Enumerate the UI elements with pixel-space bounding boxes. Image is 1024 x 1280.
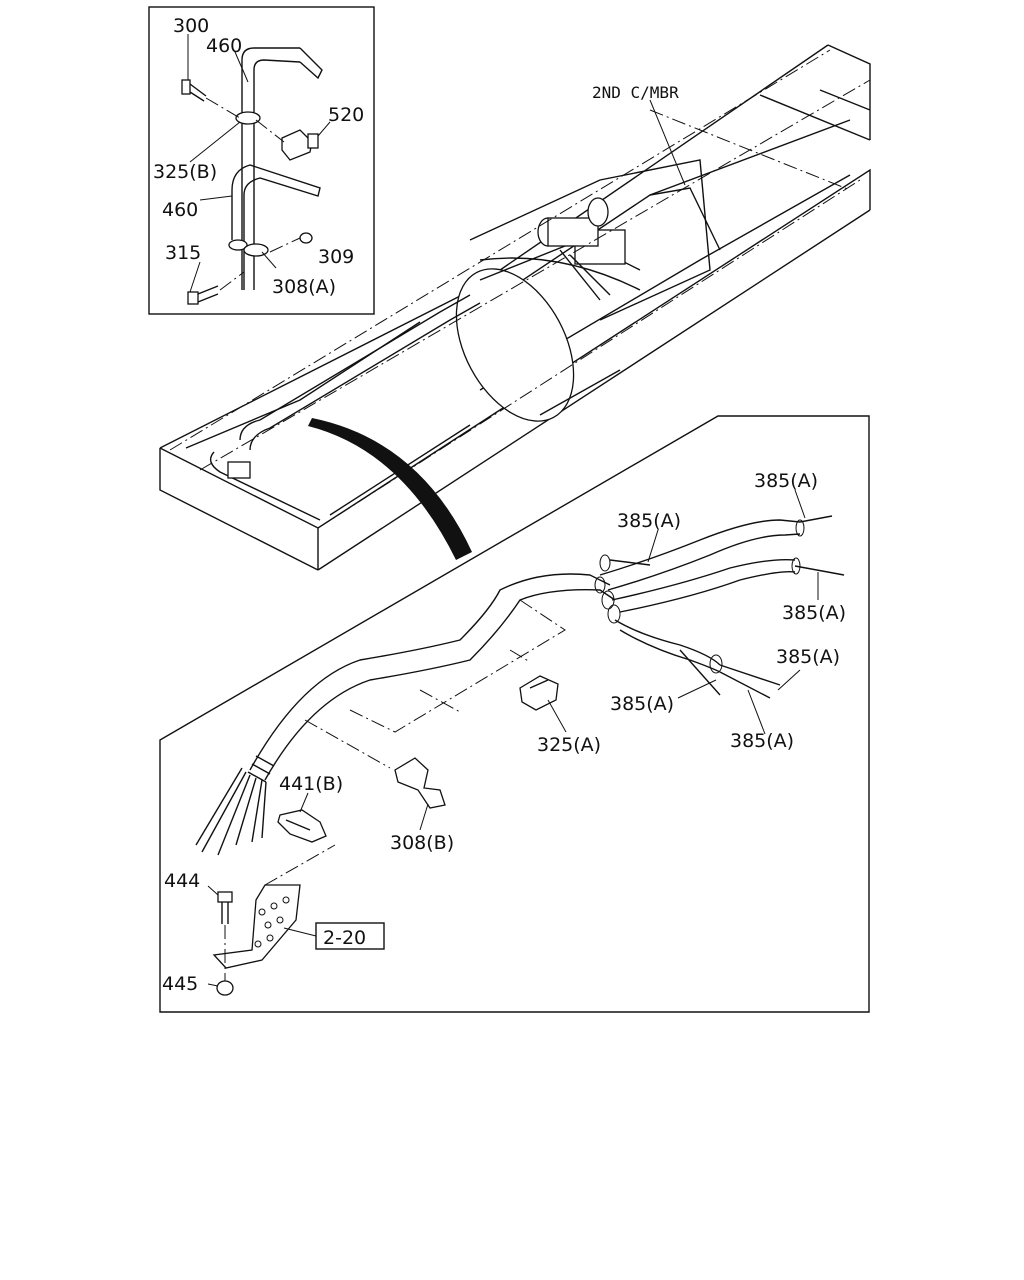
wire-harness [195,515,845,856]
reference-box [315,922,385,950]
label-385a-3: 385(A) [782,602,846,624]
label-460-mid: 460 [162,199,198,221]
label-300: 300 [173,15,209,37]
nut-445-icon [216,980,234,996]
bracket-520-icon [281,129,319,161]
inset-panel: 300 460 520 325(B) 460 315 309 308(A) [148,6,375,315]
chassis-frame: 2ND C/MBR [159,44,871,571]
label-460-top: 460 [206,35,242,57]
label-325a: 325(A) [537,734,601,756]
label-520: 520 [328,104,364,126]
label-385a-1: 385(A) [754,470,818,492]
label-308a: 308(A) [272,276,336,298]
connector-441b-icon [277,809,327,843]
bolt-300-icon [181,79,207,102]
zoom-arrow-icon [308,418,472,560]
label-385a-4: 385(A) [776,646,840,668]
clip-325a-icon [519,675,559,711]
bolt-315-icon [187,285,219,305]
label-385a-6: 385(A) [730,730,794,752]
label-308b: 308(B) [390,832,454,854]
label-385a-2: 385(A) [617,510,681,532]
label-385a-5: 385(A) [610,693,674,715]
detail-panel: 2-20 385(A) 385(A) 385(A) 385(A) 385(A) … [159,415,870,1013]
reference-box-label: 2-20 [323,927,366,949]
label-444: 444 [164,870,200,892]
frame-crossmember-label: 2ND C/MBR [592,83,679,102]
bolt-444-icon [217,891,233,924]
fuel-tank-icon [455,239,641,422]
label-315: 315 [165,242,201,264]
bracket-icon [212,884,301,969]
label-441b: 441(B) [279,773,343,795]
label-325b: 325(B) [153,161,217,183]
clip-308b-icon [394,757,446,809]
nut-309-icon [299,232,313,244]
pump-icon [537,197,626,265]
label-309: 309 [318,246,354,268]
label-445: 445 [162,973,198,995]
